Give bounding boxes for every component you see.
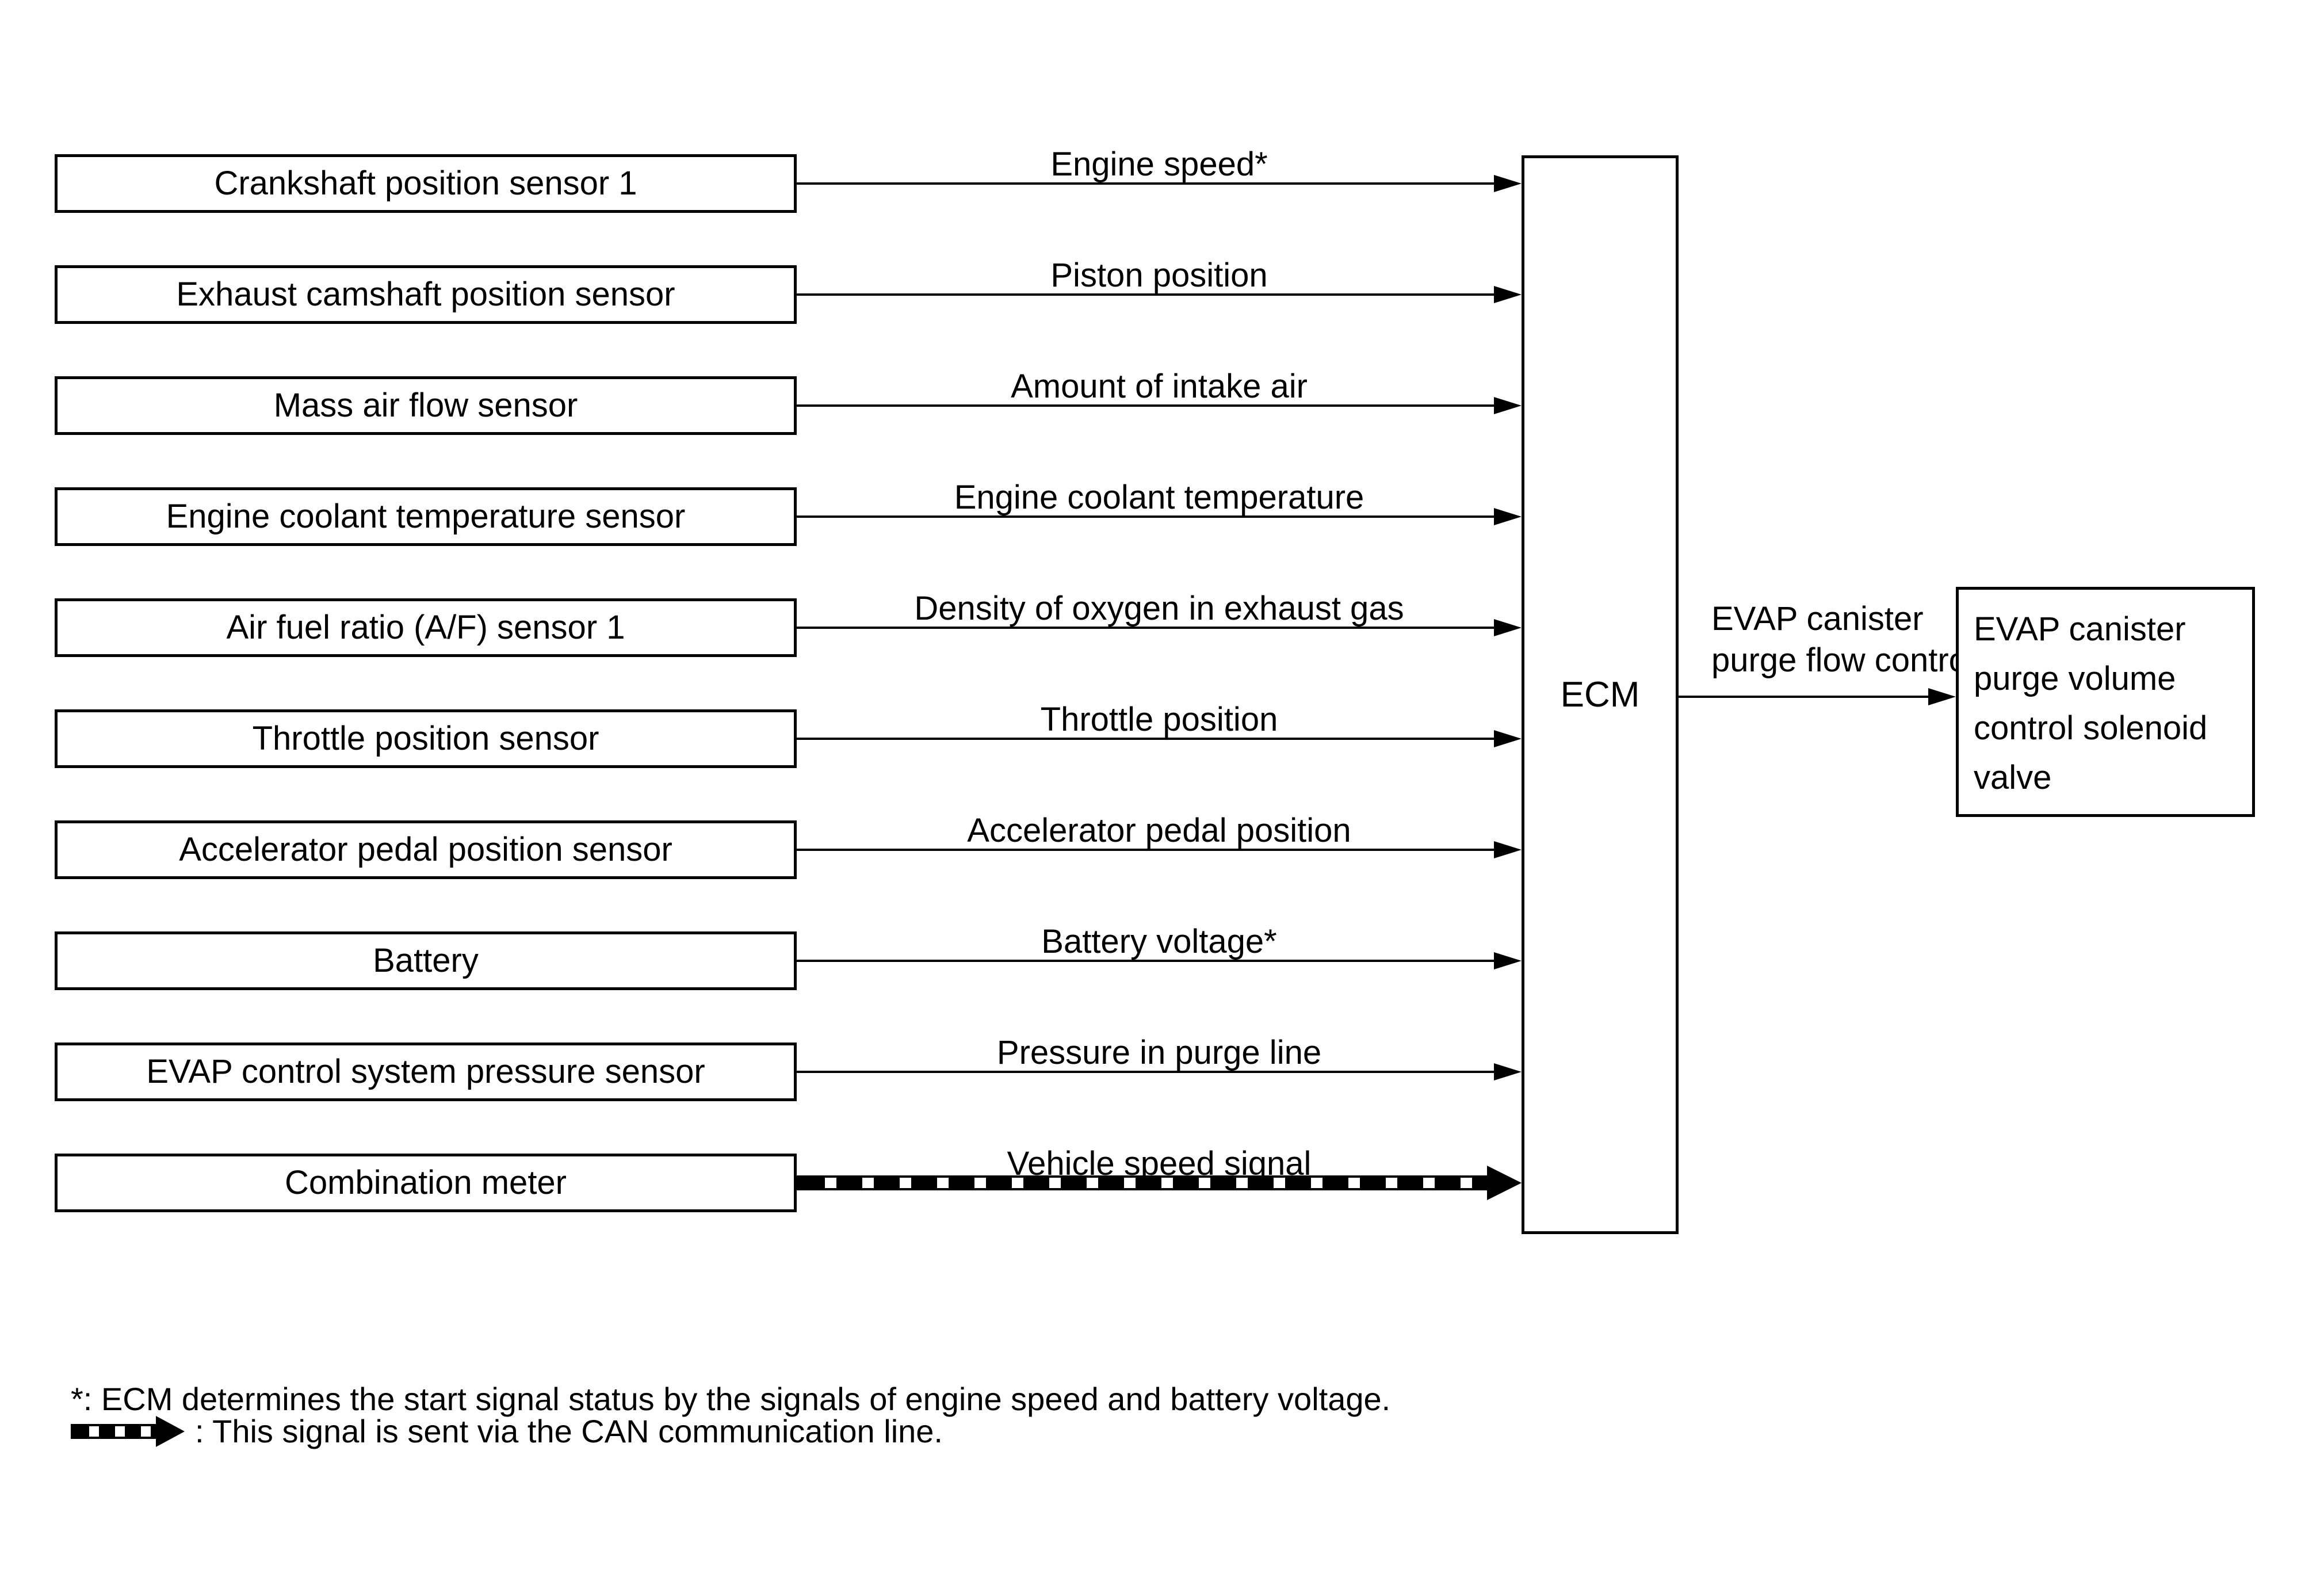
sensor-box: Accelerator pedal position sensor <box>55 820 797 879</box>
signal-arrow-line <box>797 627 1494 629</box>
signal-arrow-line <box>797 404 1494 407</box>
valve-box-line3: control solenoid <box>1974 709 2208 747</box>
signal-label: Battery voltage* <box>1041 923 1277 960</box>
can-arrow-head-icon <box>156 1416 185 1447</box>
sensor-box-label: Exhaust camshaft position sensor <box>176 276 675 313</box>
signal-arrow-line <box>797 1071 1494 1073</box>
sensor-box: Air fuel ratio (A/F) sensor 1 <box>55 598 797 657</box>
can-signal-arrow-bar <box>797 1175 1487 1190</box>
sensor-box: Mass air flow sensor <box>55 376 797 435</box>
footnote-can-text: : This signal is sent via the CAN commun… <box>195 1413 943 1449</box>
sensor-box-label: Air fuel ratio (A/F) sensor 1 <box>226 609 625 646</box>
sensor-box-label: Mass air flow sensor <box>273 387 578 424</box>
sensor-box: EVAP control system pressure sensor <box>55 1043 797 1101</box>
signal-arrow-line <box>797 182 1494 185</box>
output-signal-label-line1: EVAP canister <box>1711 600 1924 637</box>
can-signal-arrow-head-icon <box>1487 1166 1522 1200</box>
signal-label: Density of oxygen in exhaust gas <box>914 590 1404 627</box>
signal-arrow-line <box>797 849 1494 851</box>
sensor-box: Combination meter <box>55 1154 797 1212</box>
output-signal-label-line2: purge flow control <box>1711 642 1975 679</box>
output-arrow-head-icon <box>1928 688 1956 705</box>
signal-arrow-head-icon <box>1494 841 1522 858</box>
signal-arrow-head-icon <box>1494 619 1522 636</box>
output-signal-label: EVAP canister purge flow control <box>1711 598 1975 681</box>
signal-label: Pressure in purge line <box>996 1034 1322 1071</box>
signal-arrow-head-icon <box>1494 730 1522 747</box>
signal-arrow-line <box>797 293 1494 296</box>
evap-solenoid-valve-box: EVAP canister purge volume control solen… <box>1956 587 2255 817</box>
ecm-label: ECM <box>1560 675 1640 715</box>
valve-box-line1: EVAP canister <box>1974 610 2186 648</box>
sensor-box: Crankshaft position sensor 1 <box>55 154 797 213</box>
sensor-box-label: Engine coolant temperature sensor <box>166 498 686 535</box>
signal-arrow-line <box>797 960 1494 962</box>
signal-label: Piston position <box>1050 257 1268 294</box>
signal-arrow-head-icon <box>1494 175 1522 192</box>
can-arrow-bar-icon <box>71 1424 157 1439</box>
valve-box-line2: purge volume <box>1974 660 2176 697</box>
footnote-asterisk: *: ECM determines the start signal statu… <box>71 1381 1391 1417</box>
signal-arrow-line <box>797 738 1494 740</box>
valve-box-line4: valve <box>1974 759 2052 796</box>
signal-arrow-head-icon <box>1494 508 1522 525</box>
signal-label: Engine speed* <box>1050 146 1268 183</box>
signal-arrow-head-icon <box>1494 286 1522 303</box>
sensor-box: Battery <box>55 931 797 990</box>
sensor-box-label: Battery <box>373 942 479 979</box>
signal-arrow-head-icon <box>1494 1063 1522 1080</box>
signal-label: Accelerator pedal position <box>967 812 1351 849</box>
signal-label: Engine coolant temperature <box>954 479 1364 516</box>
signal-arrow-line <box>797 516 1494 518</box>
footnote-can: : This signal is sent via the CAN commun… <box>71 1413 943 1450</box>
sensor-box-label: EVAP control system pressure sensor <box>146 1053 705 1090</box>
sensor-box: Engine coolant temperature sensor <box>55 487 797 546</box>
sensor-box: Throttle position sensor <box>55 709 797 768</box>
output-arrow-line <box>1679 696 1928 698</box>
signal-arrow-head-icon <box>1494 397 1522 414</box>
ecm-box: ECM <box>1522 155 1679 1234</box>
signal-arrow-head-icon <box>1494 952 1522 969</box>
sensor-box-label: Throttle position sensor <box>252 720 599 757</box>
signal-label: Throttle position <box>1040 701 1278 738</box>
sensor-box-label: Combination meter <box>285 1164 567 1201</box>
signal-label: Amount of intake air <box>1011 368 1308 405</box>
sensor-box-label: Crankshaft position sensor 1 <box>214 165 637 202</box>
sensor-box: Exhaust camshaft position sensor <box>55 265 797 324</box>
sensor-box-label: Accelerator pedal position sensor <box>179 831 672 868</box>
